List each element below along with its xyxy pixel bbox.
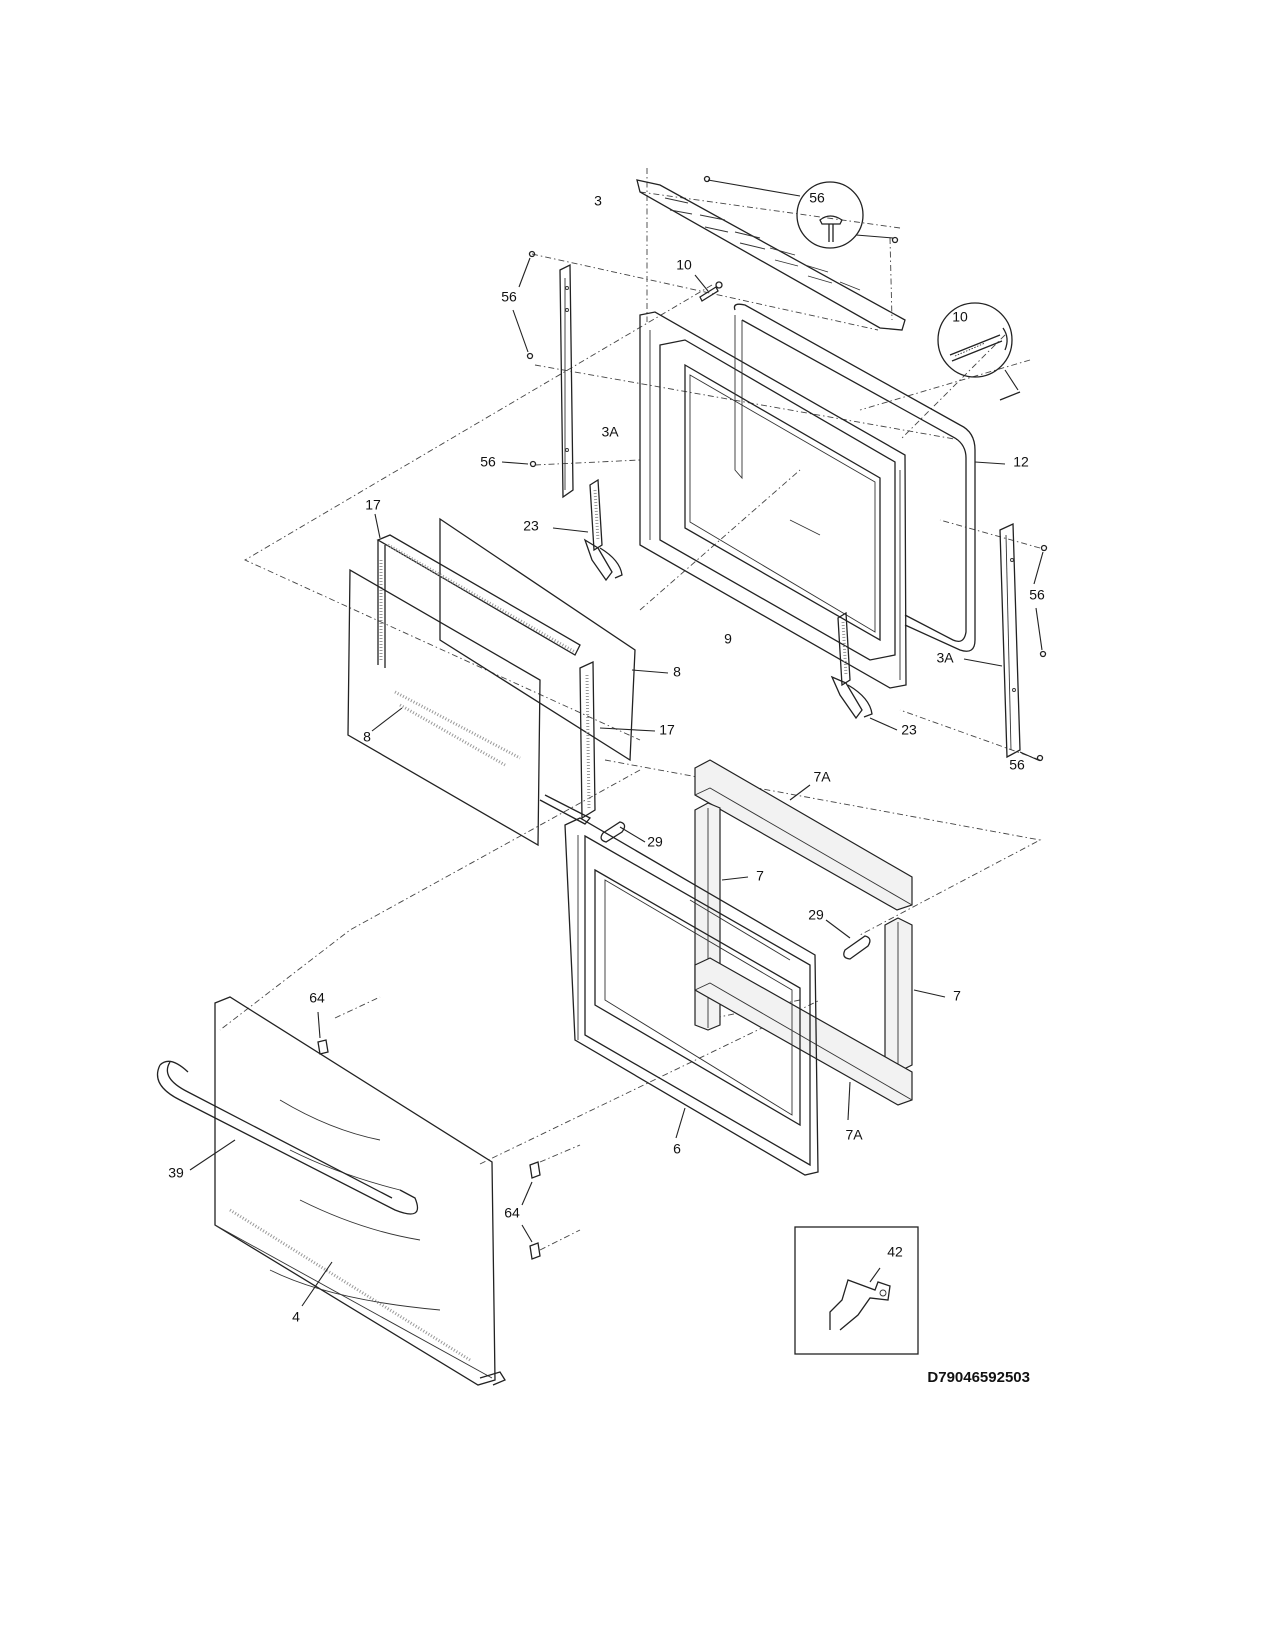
screws-56-left <box>501 250 537 468</box>
assembly-guide-lines <box>219 168 1042 1251</box>
drawing-code: D79046592503 <box>927 1369 1030 1386</box>
callout-c-3: 3 <box>594 193 602 209</box>
callout-c-29-a: 29 <box>647 834 663 850</box>
callout-c-8-a: 8 <box>673 664 681 680</box>
callout-c-17-b: 17 <box>659 722 675 738</box>
callout-c-23-a: 23 <box>523 518 539 534</box>
part-4-outer-door <box>214 996 506 1386</box>
part-8-glass-panel-front <box>347 568 541 847</box>
part-39-door-handle <box>156 1060 419 1215</box>
part-7A-insulation-bottom <box>694 957 913 1121</box>
callout-c-12: 12 <box>1013 454 1029 470</box>
callout-c-6: 6 <box>673 1141 681 1157</box>
screws-56-right <box>1019 544 1048 762</box>
callout-c-7-b: 7 <box>953 988 961 1004</box>
callout-c-3A-a: 3A <box>601 424 619 440</box>
part-3-vent-trim <box>636 179 906 331</box>
callout-c-64-a: 64 <box>309 990 325 1006</box>
part-6-door-liner <box>564 817 819 1176</box>
callout-c-56-bubble: 56 <box>809 190 825 206</box>
part-9-inner-door-panel <box>639 311 907 689</box>
part-64-clips <box>317 1011 541 1260</box>
callout-c-3A-b: 3A <box>936 650 954 666</box>
callout-c-10-a: 10 <box>676 257 692 273</box>
callout-c-9: 9 <box>724 631 732 647</box>
part-3A-side-trim-left <box>559 263 574 499</box>
part-23-hinge-left <box>552 478 623 582</box>
screw-56-detail-bubble <box>703 175 899 249</box>
part-17-glass-frame <box>374 513 656 825</box>
pin-10-detail-bubble <box>937 302 1021 401</box>
callout-c-4: 4 <box>292 1309 300 1325</box>
part-12-door-gasket <box>733 303 1006 652</box>
part-10-hinge-pin <box>694 274 723 302</box>
callout-c-8-b: 8 <box>363 729 371 745</box>
callout-c-7A-b: 7A <box>845 1127 863 1143</box>
callout-c-42: 42 <box>887 1244 903 1260</box>
part-7-insulation-right <box>884 917 946 1073</box>
part-23-hinge-right <box>830 611 898 731</box>
part-42-bracket-detail <box>794 1226 919 1355</box>
callout-c-29-b: 29 <box>808 907 824 923</box>
callout-labels: 3 56 56 10 10 3A 56 12 17 23 56 9 3A 8 17 23 8 56 7A 29 7 29 6… <box>168 190 1045 1325</box>
callout-c-10-bubble: 10 <box>952 309 968 325</box>
callout-c-56-d: 56 <box>1009 757 1025 773</box>
callout-c-56-c: 56 <box>1029 587 1045 603</box>
callout-c-17-a: 17 <box>365 497 381 513</box>
part-29-spacer-left <box>600 821 646 843</box>
callout-c-7A-a: 7A <box>813 769 831 785</box>
part-3A-side-trim-right <box>963 522 1021 759</box>
callout-c-56-b: 56 <box>480 454 496 470</box>
part-29-spacer-right <box>825 919 871 960</box>
callout-c-64-b: 64 <box>504 1205 520 1221</box>
part-8-glass-panel-rear <box>439 517 669 762</box>
callout-c-39: 39 <box>168 1165 184 1181</box>
callout-c-23-b: 23 <box>901 722 917 738</box>
callout-c-7-a: 7 <box>756 868 764 884</box>
callout-c-56-a: 56 <box>501 289 517 305</box>
part-7A-insulation-top <box>694 759 913 911</box>
